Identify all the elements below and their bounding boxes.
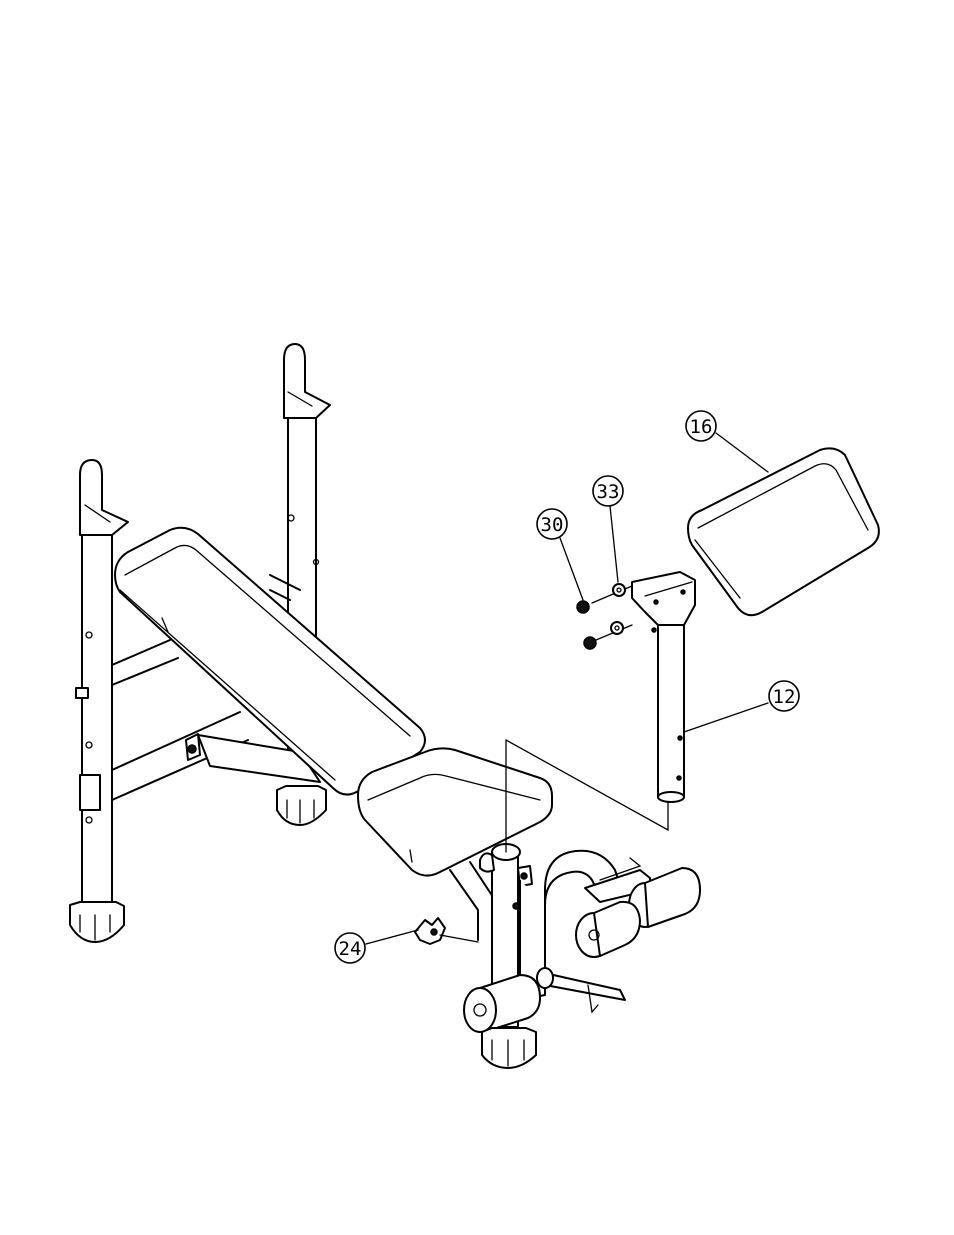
left-upright-post	[70, 460, 128, 942]
callout-16: 16	[686, 411, 768, 472]
callout-30: 30	[537, 509, 583, 600]
preacher-arm-tube	[632, 572, 695, 802]
callout-label: 24	[339, 938, 362, 960]
callout-label: 12	[773, 686, 796, 708]
seat-pad	[358, 748, 552, 875]
preacher-pad	[688, 448, 879, 615]
adjustment-knob	[415, 918, 478, 944]
callout-label: 16	[690, 416, 713, 438]
callout-24: 24	[335, 930, 418, 963]
fastener-bolts-and-washers	[577, 584, 632, 649]
callout-12: 12	[684, 681, 799, 732]
callout-label: 30	[541, 514, 564, 536]
callout-label: 33	[597, 481, 620, 503]
callout-33: 33	[593, 476, 623, 582]
